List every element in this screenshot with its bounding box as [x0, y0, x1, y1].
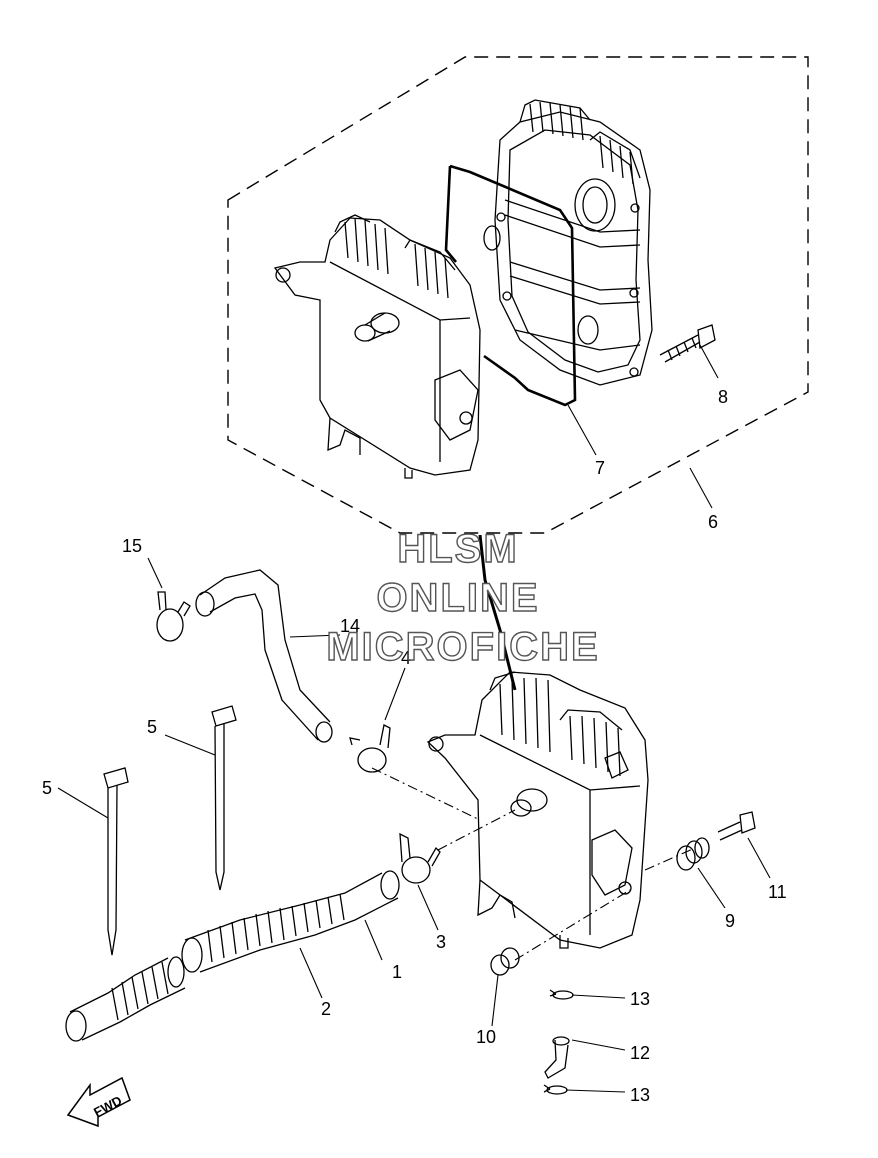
hose-14 — [195, 569, 333, 743]
clip-3 — [399, 832, 441, 884]
connector-line — [478, 534, 517, 691]
callout-1: 1 — [392, 962, 402, 982]
callout-5-right: 5 — [147, 717, 157, 737]
callout-6: 6 — [708, 512, 718, 532]
fwd-arrow: FWD — [66, 1076, 131, 1128]
clip-13-lower — [543, 1084, 568, 1095]
front-housing — [273, 214, 481, 479]
pipe-1 — [181, 870, 400, 973]
callout-14: 14 — [340, 616, 360, 636]
collar-10 — [490, 947, 520, 976]
callout-7: 7 — [595, 458, 605, 478]
callout-13-upper: 13 — [630, 989, 650, 1009]
callout-10: 10 — [476, 1027, 496, 1047]
rear-housing — [483, 99, 653, 386]
center-axis — [371, 767, 481, 821]
assembled-unit — [426, 671, 649, 949]
bolt-8 — [659, 324, 716, 363]
hose-12 — [544, 1036, 570, 1079]
callout-15: 15 — [122, 536, 142, 556]
pipe-2 — [65, 956, 186, 1042]
callout-13-lower: 13 — [630, 1085, 650, 1105]
callouts: 1 2 3 4 5 5 6 7 8 9 10 11 12 13 13 14 15 — [42, 387, 787, 1105]
callout-8: 8 — [718, 387, 728, 407]
center-axis-4 — [514, 889, 631, 961]
watermark-line-1: HLSM — [397, 527, 518, 571]
center-axis-2 — [437, 809, 516, 851]
assembly-outline-6 — [227, 56, 809, 534]
callout-2: 2 — [321, 999, 331, 1019]
callout-3: 3 — [436, 932, 446, 952]
clip-4 — [349, 724, 391, 773]
watermark: HLSM ONLINE MICROFICHE — [326, 526, 599, 669]
grommet-9 — [676, 837, 710, 871]
cable-tie-5-right — [211, 705, 237, 891]
callout-4: 4 — [401, 648, 411, 668]
callout-5-left: 5 — [42, 778, 52, 798]
callout-11: 11 — [768, 882, 787, 902]
clip-13-upper — [549, 989, 574, 1000]
exploded-assembly — [273, 99, 716, 479]
watermark-line-3: MICROFICHE — [326, 625, 599, 669]
gasket-7 — [444, 164, 577, 407]
callout-9: 9 — [725, 911, 735, 931]
leaders — [57, 344, 771, 1093]
watermark-line-2: ONLINE — [376, 576, 539, 620]
cable-tie-5-left — [103, 767, 129, 956]
center-axis-3 — [644, 847, 696, 871]
clip-15 — [156, 591, 191, 642]
bolt-11 — [717, 811, 756, 841]
callout-12: 12 — [630, 1043, 650, 1063]
